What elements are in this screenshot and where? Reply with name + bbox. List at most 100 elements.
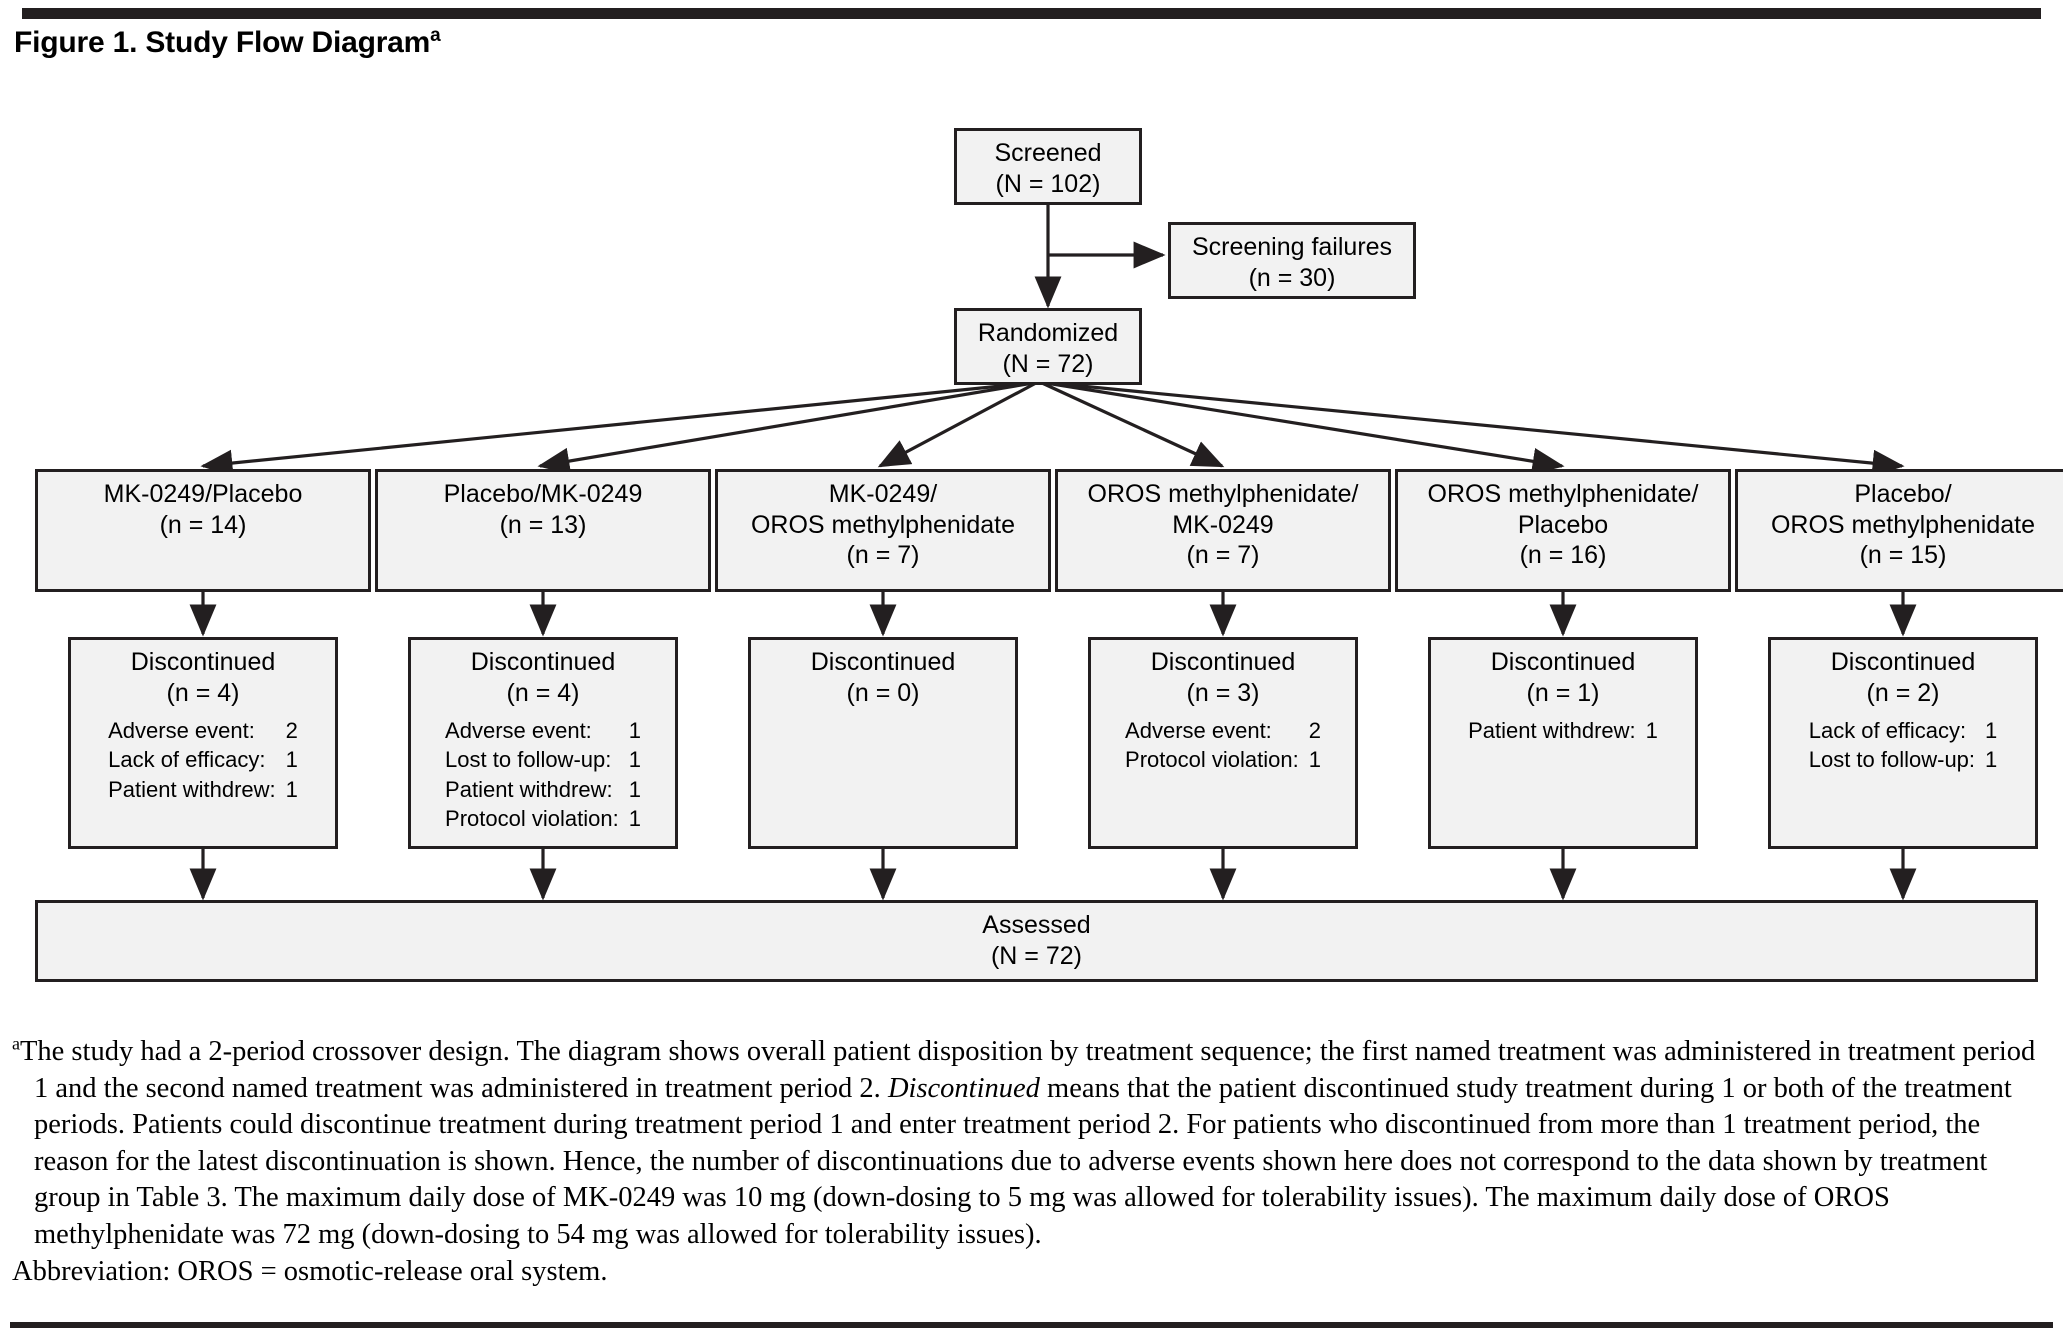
page-title: Figure 1. Study Flow Diagrama [14, 26, 441, 60]
reason-value: 1 [285, 747, 298, 773]
node-discontinued-1-count: (n = 4) [166, 678, 240, 707]
node-discontinued-5-count: (n = 1) [1526, 678, 1600, 707]
node-screening-failures-label: Screening failures [1191, 233, 1393, 261]
reason-row: Patient withdrew: 1 [445, 775, 641, 804]
flow-connectors [189, 204, 1917, 901]
node-discontinued-3-count: (n = 0) [846, 678, 920, 707]
reason-value: 1 [1985, 747, 1998, 773]
node-arm-3: MK-0249/ OROS methylphenidate (n = 7) [715, 469, 1051, 592]
node-arm-2-label-line1: Placebo/MK-0249 [443, 480, 643, 508]
node-arm-3-count: (n = 7) [846, 541, 920, 569]
reason-row: Adverse event: 2 [108, 716, 298, 745]
node-discontinued-2-count: (n = 4) [506, 678, 580, 707]
reason-label: Patient withdrew: [1468, 718, 1636, 743]
reason-value: 1 [285, 776, 298, 802]
footnote-marker: a [12, 1033, 20, 1054]
node-discontinued-3: Discontinued (n = 0) [748, 637, 1018, 849]
reason-row: Lost to follow-up: 1 [445, 745, 641, 774]
footnote-italic-term: Discontinued [887, 1072, 1040, 1104]
connector-randomized-to-arm-6 [1049, 381, 1905, 477]
node-arm-2: Placebo/MK-0249 (n = 13) [375, 469, 711, 592]
node-arm-4-label-line1: OROS methylphenidate/ [1087, 480, 1359, 508]
discontinued-6-reason-list: Lack of efficacy: 1 Lost to follow-up: 1 [1809, 716, 1998, 775]
reason-label: Lack of efficacy: [108, 747, 266, 773]
reason-value: 1 [628, 805, 641, 831]
connector-randomized-to-arm-3 [877, 381, 1037, 468]
node-arm-1: MK-0249/Placebo (n = 14) [35, 469, 371, 592]
node-arm-3-label-line2: OROS methylphenidate [750, 510, 1016, 539]
node-discontinued-5: Discontinued (n = 1) Patient withdrew: 1 [1428, 637, 1698, 849]
node-arm-6-count: (n = 15) [1859, 541, 1947, 569]
discontinued-1-reason-list: Adverse event: 2 Lack of efficacy: 1 Pat… [108, 716, 298, 804]
node-arm-6: Placebo/ OROS methylphenidate (n = 15) [1735, 469, 2063, 592]
reason-row: Protocol violation: 1 [1125, 745, 1321, 774]
node-arm-6-label-line2: OROS methylphenidate [1770, 510, 2036, 539]
connector-randomized-to-arm-2 [537, 381, 1034, 475]
reason-row: Protocol violation: 1 [445, 804, 641, 833]
reason-value: 1 [628, 776, 641, 802]
node-randomized: Randomized (N = 72) [954, 308, 1142, 385]
reason-label: Patient withdrew: [108, 776, 276, 802]
reason-label: Protocol violation: [1125, 747, 1299, 773]
node-discontinued-5-label: Discontinued [1490, 648, 1636, 676]
reason-label: Lack of efficacy: [1808, 718, 1967, 743]
reason-value: 1 [628, 718, 641, 743]
reason-value: 1 [1645, 718, 1658, 743]
node-discontinued-3-label: Discontinued [810, 648, 956, 676]
node-discontinued-2-label: Discontinued [470, 648, 616, 676]
node-arm-1-label-line1: MK-0249/Placebo [103, 480, 303, 508]
node-assessed-label: Assessed [982, 911, 1091, 939]
node-arm-4: OROS methylphenidate/ MK-0249 (n = 7) [1055, 469, 1391, 592]
node-assessed: Assessed (N = 72) [35, 900, 2038, 982]
reason-value: 1 [1308, 747, 1321, 773]
node-arm-2-count: (n = 13) [499, 510, 587, 539]
node-screened: Screened (N = 102) [954, 128, 1142, 205]
reason-label: Lost to follow-up: [445, 747, 612, 773]
node-randomized-label: Randomized [977, 319, 1119, 347]
footnote-abbreviation: Abbreviation: OROS = osmotic-release ora… [12, 1255, 608, 1287]
figure-title-superscript: a [430, 25, 441, 46]
reason-row: Patient withdrew: 1 [1468, 716, 1658, 745]
discontinued-2-reason-list: Adverse event: 1 Lost to follow-up: 1 Pa… [445, 716, 641, 833]
figure-footnote: aThe study had a 2-period crossover desi… [12, 1034, 2052, 1290]
node-discontinued-4-count: (n = 3) [1186, 678, 1260, 707]
node-screened-label: Screened [994, 139, 1102, 167]
reason-label: Patient withdrew: [445, 776, 613, 802]
node-discontinued-6-label: Discontinued [1830, 648, 1976, 676]
reason-row: Patient withdrew: 1 [108, 775, 298, 804]
node-discontinued-1: Discontinued (n = 4) Adverse event: 2 La… [68, 637, 338, 849]
node-arm-3-label-line1: MK-0249/ [828, 480, 938, 508]
discontinued-5-reason-list: Patient withdrew: 1 [1468, 716, 1658, 745]
footnote-part1: The study had a 2-period crossover desig… [20, 1036, 2036, 1104]
reason-row: Adverse event: 2 [1125, 716, 1321, 745]
node-discontinued-1-label: Discontinued [130, 648, 276, 676]
node-arm-4-label-line2: MK-0249 [1172, 510, 1274, 539]
node-arm-6-label-line1: Placebo/ [1854, 480, 1952, 508]
reason-row: Lack of efficacy: 1 [1809, 716, 1998, 745]
node-discontinued-6: Discontinued (n = 2) Lack of efficacy: 1… [1768, 637, 2038, 849]
node-arm-1-count: (n = 14) [159, 510, 247, 539]
node-assessed-count: (N = 72) [990, 941, 1082, 970]
connector-randomized-to-arm-1 [200, 381, 1032, 477]
reason-value: 1 [1985, 718, 1998, 743]
node-screening-failures: Screening failures (n = 30) [1168, 222, 1416, 299]
reason-value: 2 [1308, 718, 1321, 743]
node-discontinued-2: Discontinued (n = 4) Adverse event: 1 Lo… [408, 637, 678, 849]
bottom-rule [10, 1322, 2053, 1328]
discontinued-4-reason-list: Adverse event: 2 Protocol violation: 1 [1125, 716, 1321, 775]
node-arm-5-label-line2: Placebo [1517, 510, 1609, 539]
node-screening-failures-count: (n = 30) [1248, 263, 1336, 292]
node-discontinued-6-count: (n = 2) [1866, 678, 1940, 707]
reason-label: Adverse event: [445, 718, 592, 743]
top-rule [22, 8, 2041, 19]
footnote-part2: means that the patient discontinued stud… [34, 1072, 2012, 1251]
node-discontinued-4: Discontinued (n = 3) Adverse event: 2 Pr… [1088, 637, 1358, 849]
node-arm-5: OROS methylphenidate/ Placebo (n = 16) [1395, 469, 1731, 592]
footnote-paragraph: aThe study had a 2-period crossover desi… [12, 1034, 2052, 1254]
connector-randomized-to-arm-4 [1041, 381, 1225, 468]
node-arm-5-label-line1: OROS methylphenidate/ [1427, 480, 1699, 508]
study-flow-diagram: Screened (N = 102) Screening failures (n… [35, 128, 2063, 982]
reason-row: Adverse event: 1 [445, 716, 641, 745]
reason-value: 1 [628, 747, 641, 773]
